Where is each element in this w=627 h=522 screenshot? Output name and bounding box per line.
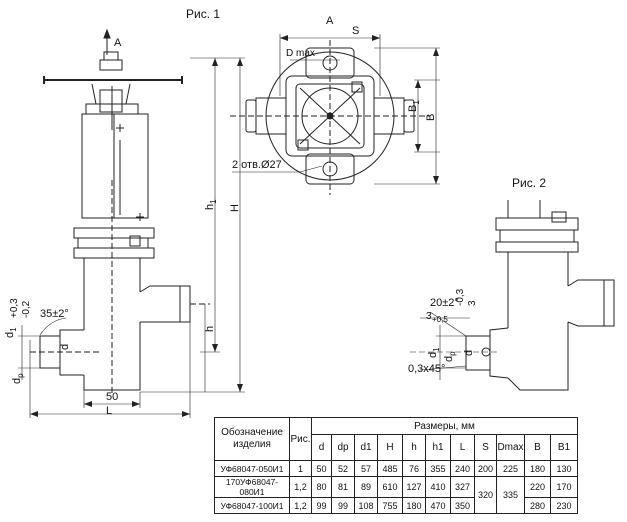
cell-B1: 230 (550, 497, 578, 514)
cell-h1: 355 (425, 460, 451, 477)
fig1-top-view (230, 34, 440, 195)
col-header: B (524, 434, 551, 461)
cell-name: 170УФ68047-080И1 (214, 476, 290, 498)
cell-B: 280 (524, 497, 551, 514)
cell-fig: 1,2 (289, 497, 312, 514)
cell-d: 50 (311, 460, 332, 477)
fig1-d1-label: d1 (4, 327, 19, 338)
cell-h: 76 (402, 460, 426, 477)
fig1-tol-b: -0,2 (21, 300, 32, 318)
cell-fig: 1,2 (289, 476, 312, 498)
holes-label: 2 отв.Ø27 (232, 159, 282, 171)
fig1-angle-label: 35±2° (40, 308, 69, 320)
fig2-angle-label: 20±2° (430, 297, 459, 309)
dim-h1-label: h1 (204, 199, 219, 210)
col-name-header: Обозначение изделия (214, 417, 290, 461)
group-title: Размеры, мм (311, 417, 578, 435)
table-row: 170УФ68047-080И1 1,2 80 81 89 610 127 41… (214, 476, 578, 514)
cell-d: 99 (311, 497, 332, 514)
fig2-d-label: d (463, 349, 475, 356)
cell-d1: 89 (354, 476, 378, 498)
cell-h1: 410 (425, 476, 451, 498)
col-header: L (450, 434, 475, 461)
view-a-top-label: A (326, 15, 334, 27)
col-header: B1 (550, 434, 578, 461)
cell-h: 180 (402, 497, 426, 514)
col-fig-header: Рис. (289, 417, 312, 461)
col-header: dр (331, 434, 355, 461)
cell-Dmax: 225 (496, 460, 525, 477)
cell-B: 220 (524, 476, 551, 498)
col-header: Dmax (496, 434, 525, 461)
fig1-d-label: d (59, 343, 71, 350)
col-header: h1 (425, 434, 451, 461)
col-header: S (474, 434, 497, 461)
fig2-dp-label: dр (443, 351, 458, 362)
cell-Dmax: 335 (496, 476, 525, 514)
fig2-tol-c: 3 (426, 311, 432, 322)
cell-dp: 99 (331, 497, 355, 514)
cell-S: 320 (474, 476, 497, 514)
cell-L: 240 (450, 460, 475, 477)
dim-dmax-label: D max (286, 48, 315, 59)
dim-H-label: H (229, 204, 241, 212)
cell-L: 350 (450, 497, 475, 514)
cell-S: 200 (474, 460, 497, 477)
table-header-row: Обозначение изделия Рис. Размеры, мм (214, 417, 578, 461)
col-header: d1 (354, 434, 378, 461)
cell-d1: 108 (354, 497, 378, 514)
cell-H: 610 (377, 476, 403, 498)
cell-H: 755 (377, 497, 403, 514)
cell-dp: 52 (331, 460, 355, 477)
dim-50-label: 50 (106, 391, 119, 403)
cell-L: 327 (450, 476, 475, 498)
fig1-dp-label: dр (11, 373, 26, 384)
fig2-chamfer-label: 0,3x45° (408, 363, 446, 375)
table-row: УФ68047-050И1 1 50 52 57 485 76 355 240 … (214, 460, 578, 477)
cell-fig: 1 (289, 460, 312, 477)
dim-b1-label: B1 (407, 100, 422, 112)
cell-H: 485 (377, 460, 403, 477)
dim-h-label: h (204, 325, 216, 332)
table-row: УФ68047-100И1 1,2 99 99 108 755 180 470 … (214, 497, 578, 514)
fig2-title: Рис. 2 (512, 176, 547, 190)
view-a-arrow-label: A (114, 37, 122, 49)
fig2-tol-d: +0,5 (432, 315, 448, 324)
fig1-front-view (18, 28, 245, 418)
fig1-tol-a: +0,3 (9, 298, 20, 318)
cell-B1: 130 (550, 460, 578, 477)
cell-h: 127 (402, 476, 426, 498)
fig2-view (410, 200, 615, 391)
cell-name: УФ68047-100И1 (214, 497, 290, 514)
cell-h1: 470 (425, 497, 451, 514)
col-header: d (311, 434, 332, 461)
fig1-title: Рис. 1 (186, 7, 221, 21)
col-header: h (402, 434, 426, 461)
cell-B: 180 (524, 460, 551, 477)
cell-dp: 81 (331, 476, 355, 498)
cell-B1: 170 (550, 476, 578, 498)
dim-b-label: B (425, 113, 437, 121)
fig2-tol-a: -0,3 (455, 288, 466, 306)
col-header: H (377, 434, 403, 461)
fig2-tol-b: 3 (467, 300, 478, 306)
dim-s-label: S (352, 25, 360, 37)
cell-d1: 57 (354, 460, 378, 477)
dim-L-label: L (106, 405, 113, 417)
fig2-d1-label: d1 (427, 347, 442, 358)
dimensions-table: Обозначение изделия Рис. Размеры, мм d d… (214, 417, 578, 514)
cell-d: 80 (311, 476, 332, 498)
cell-name: УФ68047-050И1 (214, 460, 290, 477)
